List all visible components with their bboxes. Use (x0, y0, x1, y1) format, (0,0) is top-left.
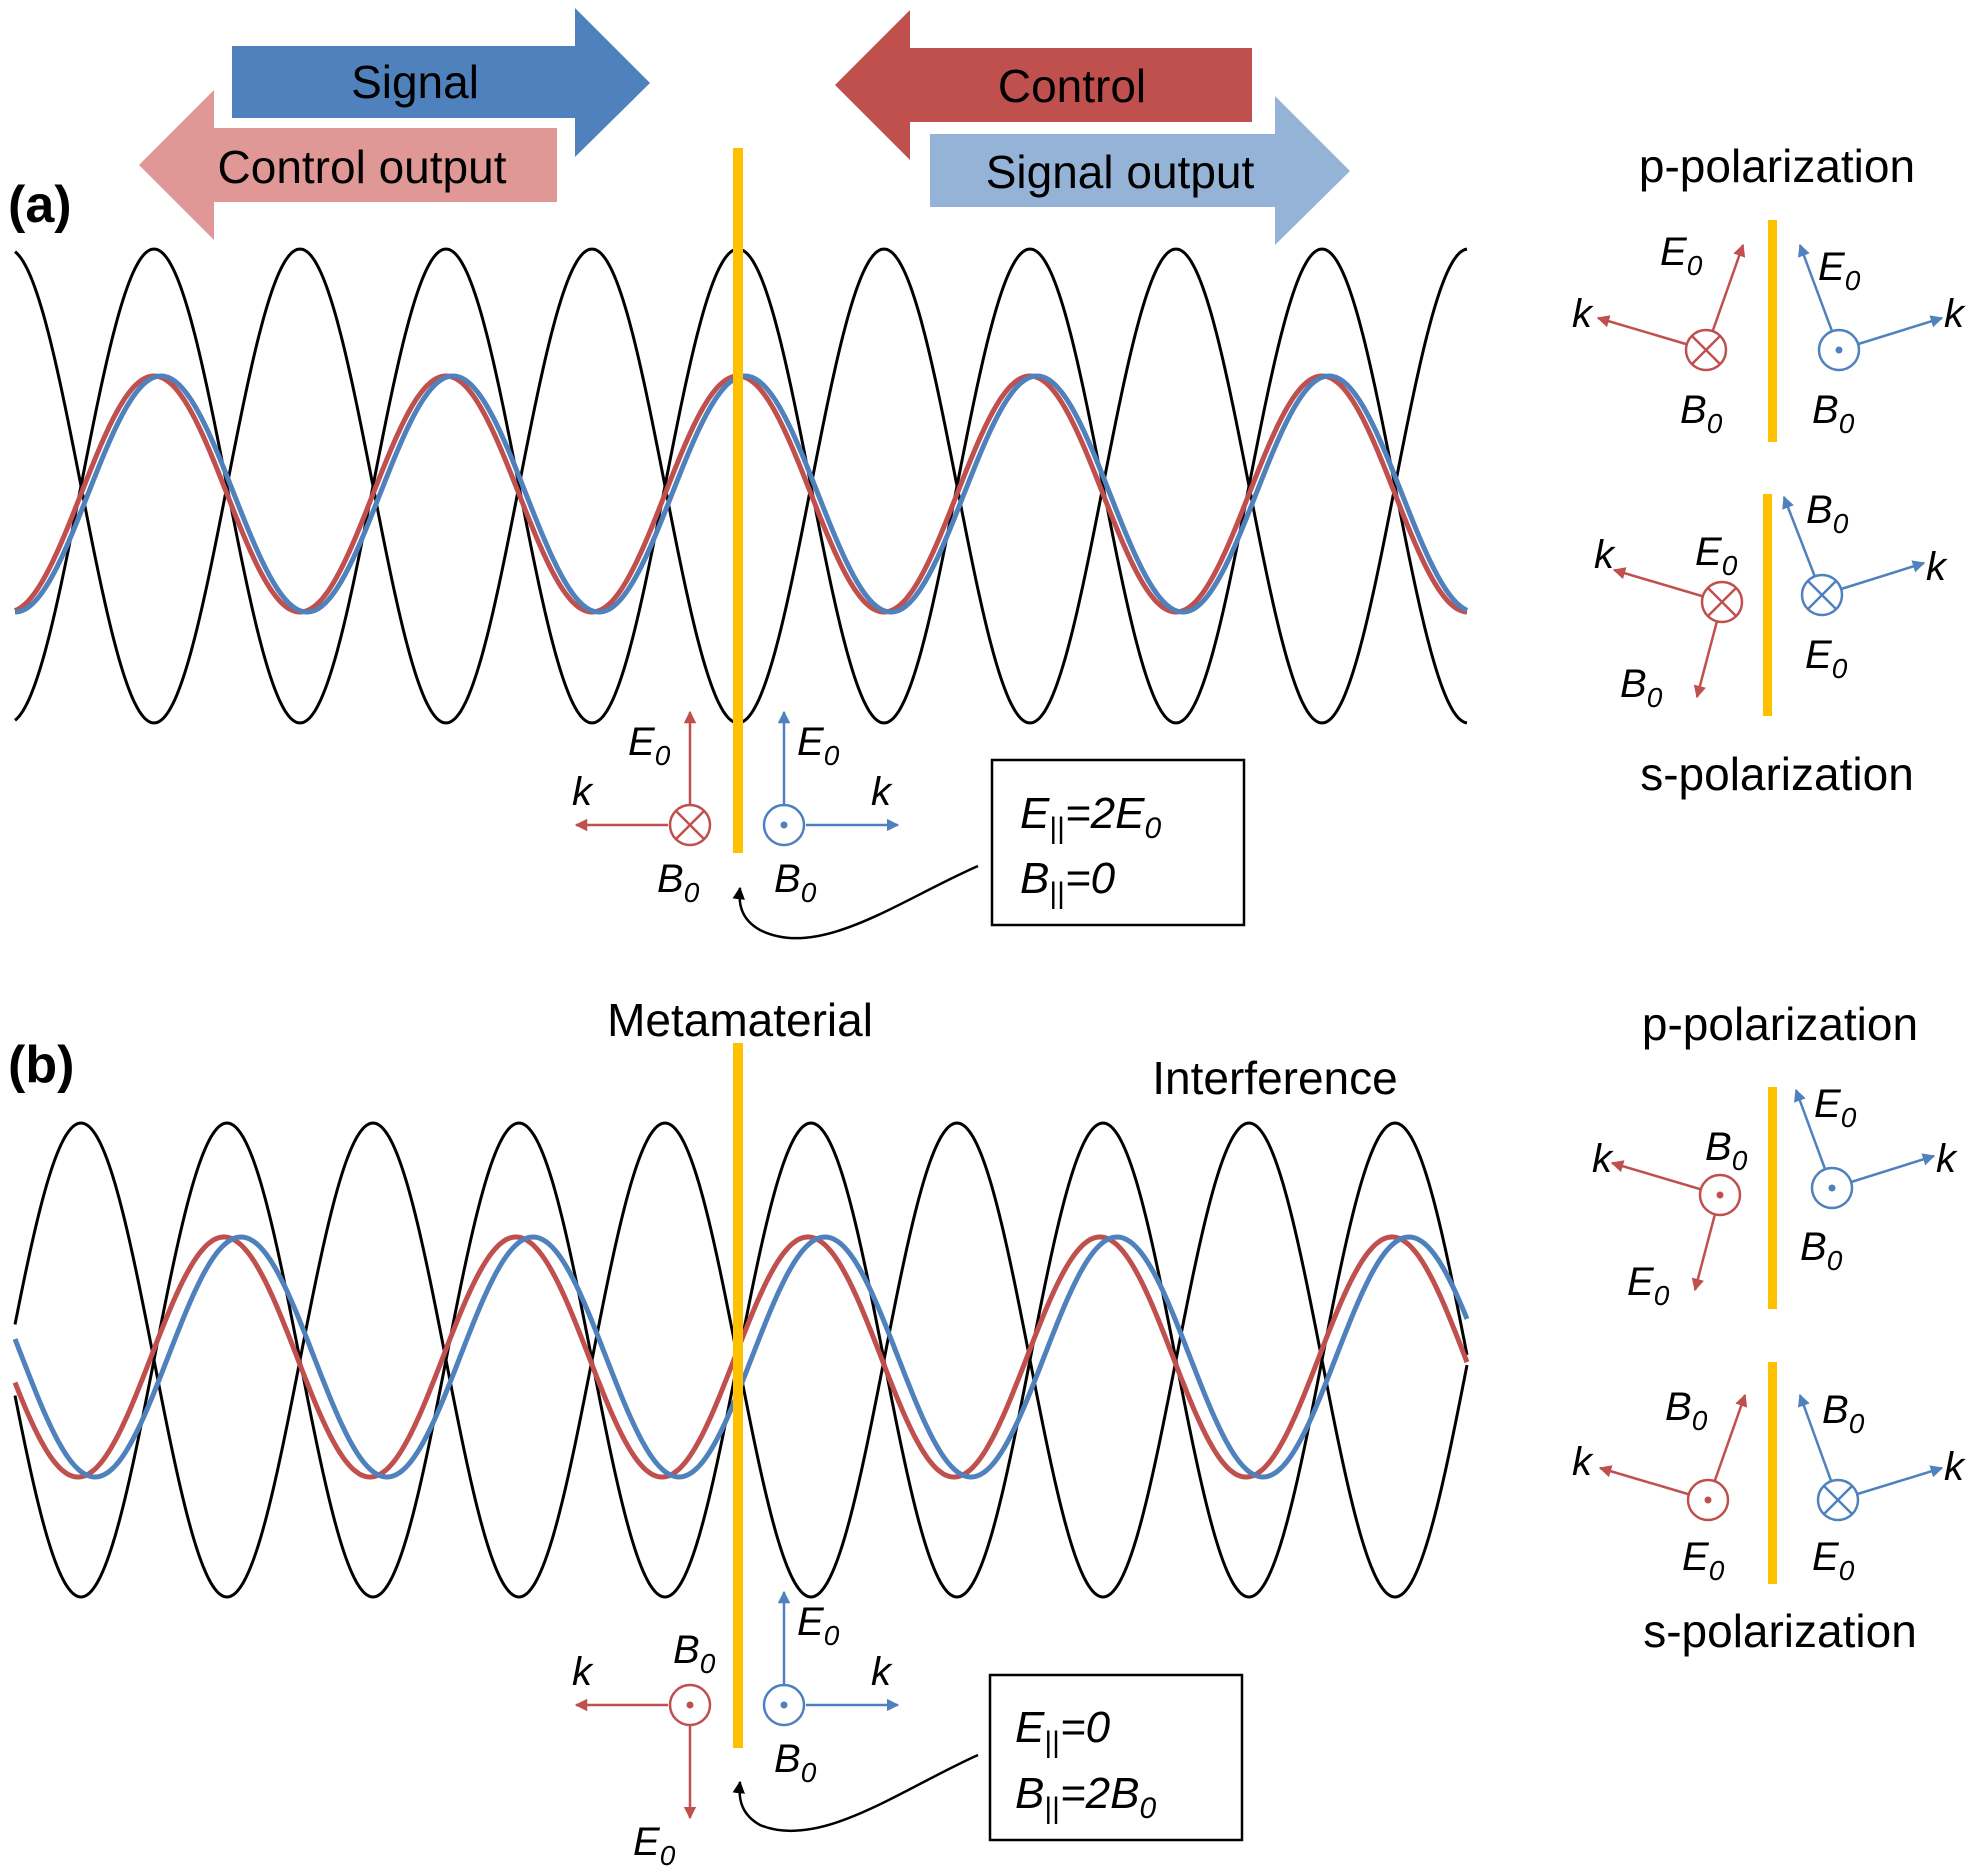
svg-text:k: k (1944, 1445, 1966, 1489)
field-box-a (990, 758, 1246, 927)
metamaterial-label: Metamaterial (607, 994, 873, 1046)
svg-text:B0: B0 (673, 1628, 716, 1679)
dot-circle-icon (762, 803, 806, 847)
svg-text:k: k (572, 1650, 594, 1694)
svg-text:k: k (572, 770, 594, 814)
svg-text:k: k (1926, 545, 1948, 589)
svg-text:k: k (871, 1650, 893, 1694)
control-output-arrow: Control output (139, 90, 557, 240)
cross-circle-icon (1800, 573, 1844, 617)
svg-text:B0: B0 (1812, 388, 1855, 439)
dot-circle-icon (1686, 1478, 1730, 1522)
dot-circle-icon (1810, 1166, 1854, 1210)
svg-text:E0: E0 (628, 720, 671, 771)
panel-a-label: (a) (8, 176, 72, 234)
svg-text:B0: B0 (657, 857, 700, 908)
svg-text:E0: E0 (797, 720, 840, 771)
dot-circle-icon (1817, 328, 1861, 372)
cross-circle-icon (1816, 1478, 1860, 1522)
cross-circle-icon (1684, 328, 1728, 372)
svg-text:k: k (1572, 292, 1594, 336)
svg-text:E0: E0 (1682, 1535, 1725, 1586)
svg-text:k: k (1936, 1137, 1958, 1181)
interference-label: Interference (1152, 1052, 1397, 1104)
field-box-b (988, 1673, 1244, 1842)
svg-text:E0: E0 (1812, 1535, 1855, 1586)
control-arrow: Control (835, 10, 1252, 160)
signal-output-label: Signal output (986, 146, 1255, 198)
panel-b: (b) Metamaterial Interference B0 k E0 E0… (8, 994, 1966, 1871)
svg-text:B0: B0 (1806, 488, 1849, 539)
svg-text:E0: E0 (1627, 1260, 1670, 1311)
signal-arrow: Signal (232, 8, 650, 157)
svg-text:B0: B0 (1620, 662, 1663, 713)
svg-text:E0: E0 (1818, 245, 1861, 296)
svg-text:E||=0: E||=0 (1015, 1703, 1111, 1759)
s-polarization-title-a: s-polarization (1640, 748, 1914, 800)
dot-circle-icon (1698, 1173, 1742, 1217)
svg-text:B0: B0 (1822, 1388, 1865, 1439)
metamaterial-slab (733, 1043, 743, 1748)
cross-circle-icon (668, 803, 712, 847)
svg-text:E0: E0 (1660, 230, 1703, 281)
svg-text:k: k (1572, 1440, 1594, 1484)
control-arrow-label: Control (998, 60, 1146, 112)
signal-output-arrow: Signal output (930, 96, 1350, 245)
svg-text:B||=2B0: B||=2B0 (1015, 1769, 1156, 1825)
svg-text:E0: E0 (797, 1600, 840, 1651)
cross-circle-icon (1700, 580, 1744, 624)
svg-text:k: k (1944, 292, 1966, 336)
svg-text:B0: B0 (1665, 1385, 1708, 1436)
signal-arrow-label: Signal (351, 56, 479, 108)
svg-text:E0: E0 (1814, 1082, 1857, 1133)
dot-circle-icon (668, 1683, 712, 1727)
p-polarization-title-b: p-polarization (1642, 998, 1918, 1050)
control-output-label: Control output (218, 141, 507, 193)
panel-a: (a) Signal Control output Control Signal… (8, 8, 1966, 940)
svg-text:E0: E0 (1695, 530, 1738, 581)
svg-text:B0: B0 (1800, 1225, 1843, 1276)
svg-text:E0: E0 (1805, 633, 1848, 684)
svg-text:B0: B0 (774, 1737, 817, 1788)
svg-text:B||=0: B||=0 (1020, 854, 1116, 910)
dot-circle-icon (762, 1683, 806, 1727)
metamaterial-slab (733, 148, 743, 853)
svg-text:k: k (871, 770, 893, 814)
svg-text:k: k (1594, 533, 1616, 577)
s-polarization-title-b: s-polarization (1643, 1605, 1917, 1657)
p-polarization-title-a: p-polarization (1639, 140, 1915, 192)
svg-text:E0: E0 (633, 1820, 676, 1871)
panel-b-label: (b) (8, 1036, 74, 1094)
svg-text:E||=2E0: E||=2E0 (1020, 789, 1161, 845)
svg-text:B0: B0 (1705, 1125, 1748, 1176)
svg-text:B0: B0 (774, 857, 817, 908)
svg-text:k: k (1592, 1137, 1614, 1181)
svg-text:B0: B0 (1680, 388, 1723, 439)
